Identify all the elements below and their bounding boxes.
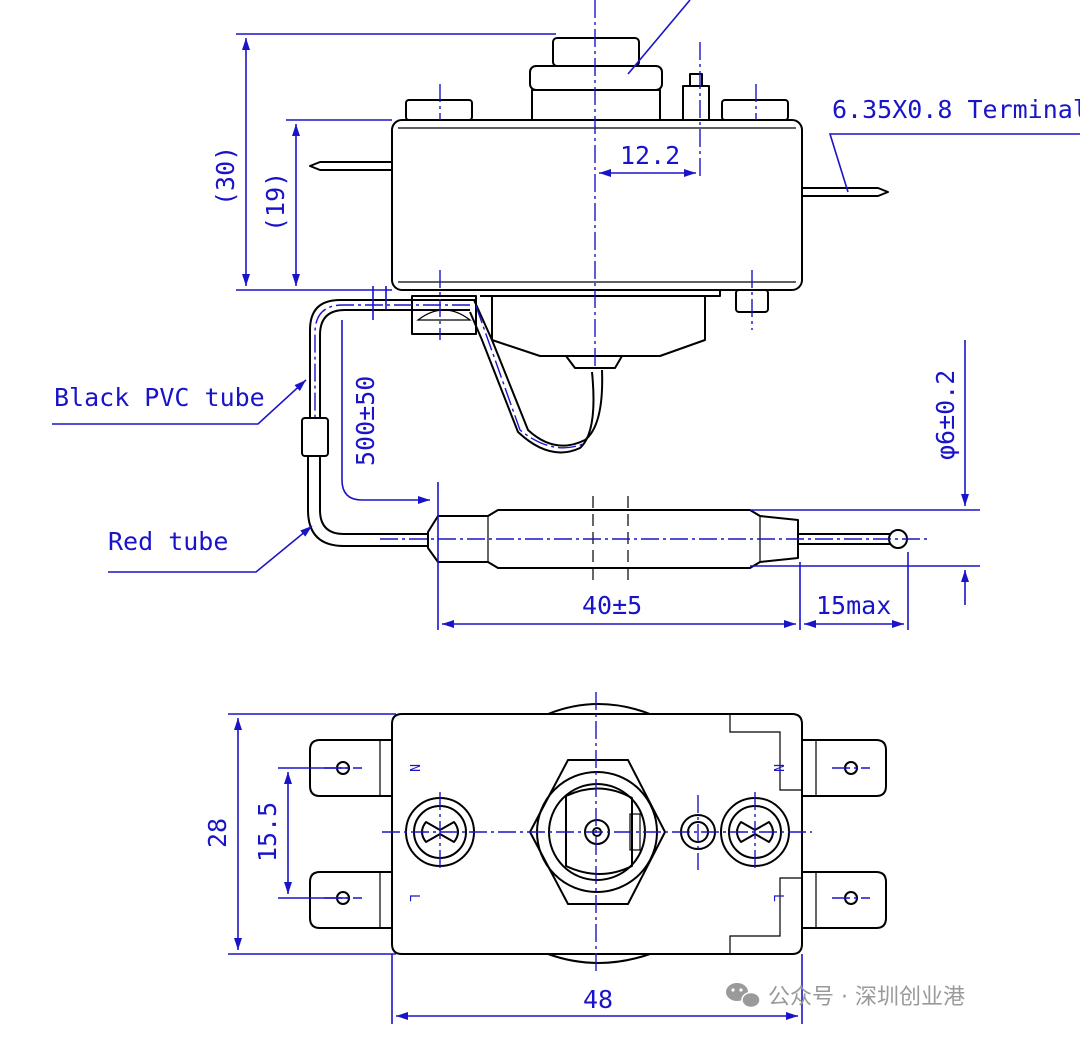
reset-pin (682, 85, 710, 121)
dim-body-height: (19) (261, 172, 290, 232)
mark-n-right: N (770, 764, 785, 772)
dim-terminal-pitch: 15.5 (253, 802, 282, 862)
mark-l-right: L (770, 894, 785, 902)
right-post (721, 99, 789, 121)
capillary-loop (473, 299, 604, 447)
wechat-watermark: 公众号 · 深圳创业港 (726, 983, 965, 1010)
dim-length: 48 (583, 985, 613, 1014)
plan-view-dimensions (228, 713, 803, 1024)
capillary-tube (309, 299, 476, 418)
plan-terminal-bottom-left (309, 871, 392, 929)
sensor-housing (491, 296, 706, 357)
left-terminal (309, 161, 392, 171)
nut-top (552, 37, 640, 67)
dim-offset: 12.2 (620, 141, 680, 170)
dim-overall-height: (30) (211, 146, 240, 206)
plan-terminal-top-right (802, 739, 887, 797)
dim-bulb-length: 40±5 (582, 591, 642, 620)
nut-base (531, 89, 661, 121)
side-view-dimensions (52, 33, 1080, 630)
watermark-text: 公众号 · 深圳创业港 (768, 985, 965, 1010)
plan-body (391, 713, 803, 955)
right-terminal (802, 187, 889, 197)
thermostat-body (391, 119, 803, 291)
wechat-icon (726, 983, 761, 1009)
label-black-tube: Black PVC tube (54, 383, 265, 412)
nut-hex (529, 65, 663, 91)
bottom-bracket (480, 290, 721, 297)
dim-capillary-length: 500±50 (351, 376, 380, 466)
label-red-tube: Red tube (108, 527, 228, 556)
plan-terminal-bottom-right (802, 871, 887, 929)
dim-width: 28 (203, 818, 232, 848)
dim-tip-length: 15max (816, 591, 891, 620)
sensor-bulb (427, 509, 799, 569)
left-post (405, 99, 473, 121)
dim-bulb-dia: φ6±0.2 (931, 370, 960, 460)
tube-joint (301, 417, 329, 457)
label-terminal: 6.35X0.8 Terminal (832, 95, 1080, 124)
mark-n-left: N (406, 764, 421, 772)
plan-view (309, 692, 887, 972)
mark-l-left: L (406, 894, 421, 902)
side-view (301, 0, 930, 582)
